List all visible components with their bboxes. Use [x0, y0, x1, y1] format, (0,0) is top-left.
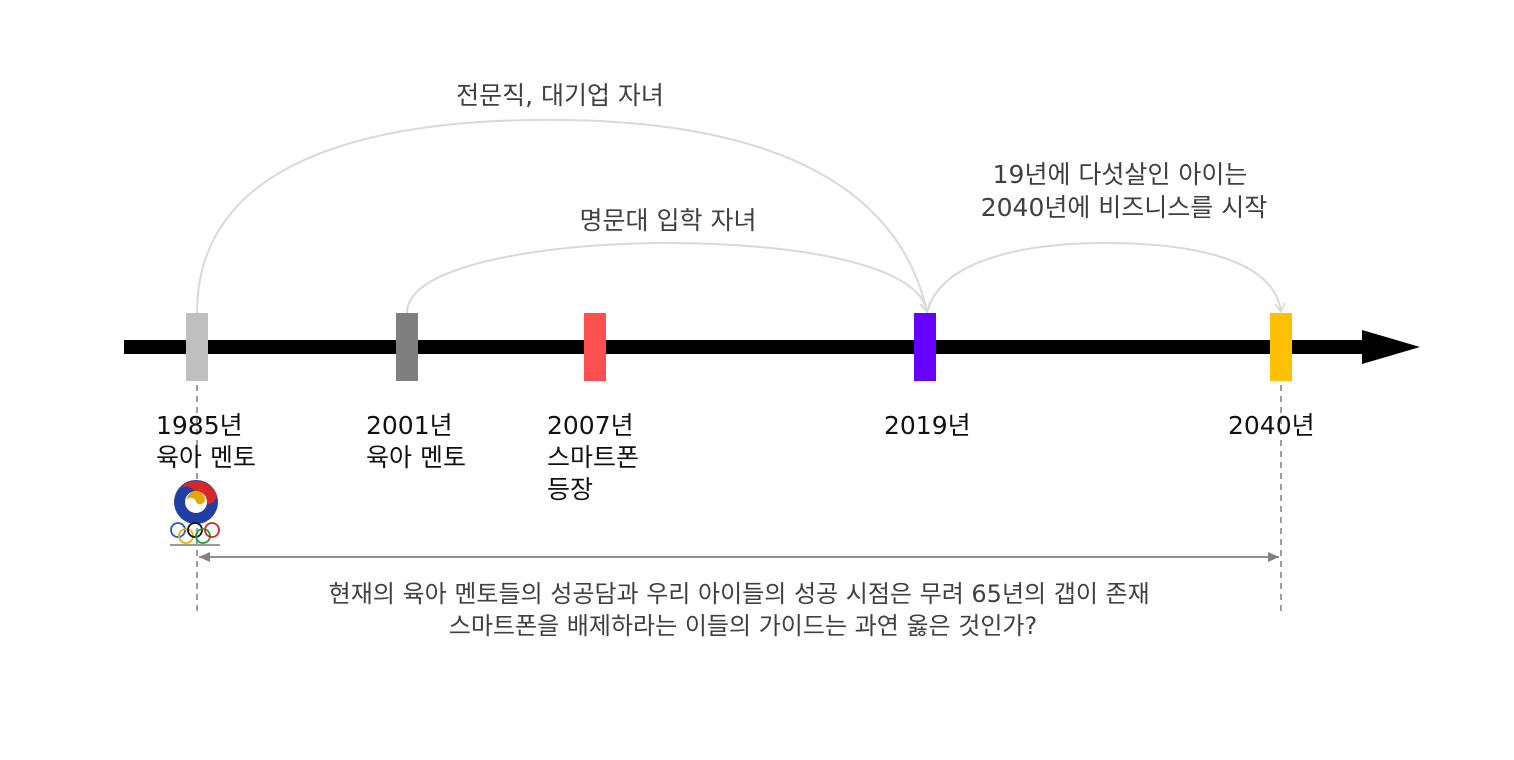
arc-2019-2040: [926, 241, 1286, 314]
arc-1985-2019: [196, 118, 931, 314]
event-marker-2001: [396, 313, 418, 381]
event-marker-2007: [584, 313, 606, 381]
event-label-2019: 2019년: [884, 411, 971, 440]
axis-arrowhead-icon: [1362, 330, 1420, 364]
arc-label-2040-business: 19년에 다섯살인 아이는 2040년에 비즈니스를 시작: [981, 160, 1268, 222]
seoul-olympics-emblem-icon: [170, 480, 220, 546]
arc-connectors: [196, 118, 1286, 314]
event-marker-2040: [1270, 313, 1292, 381]
event-markers: [186, 313, 1292, 381]
arc-label-top-university-children: 명문대 입학 자녀: [580, 206, 757, 235]
dashed-guides: [196, 385, 1282, 612]
timeline-axis: [124, 330, 1420, 364]
event-label-2040: 2040년: [1228, 411, 1315, 440]
event-marker-2019: [914, 313, 936, 381]
event-label-1985: 1985년 육아 멘토: [156, 411, 256, 472]
bottom-note: 현재의 육아 멘토들의 성공담과 우리 아이들의 성공 시점은 무려 65년의 …: [329, 580, 1158, 640]
arc-label-professional-children: 전문직, 대기업 자녀: [456, 81, 664, 110]
arc-2001-2019: [406, 241, 932, 314]
event-label-2001: 2001년 육아 멘토: [366, 411, 466, 472]
event-label-2007: 2007년 스마트폰 등장: [547, 411, 647, 504]
event-marker-1985: [186, 313, 208, 381]
